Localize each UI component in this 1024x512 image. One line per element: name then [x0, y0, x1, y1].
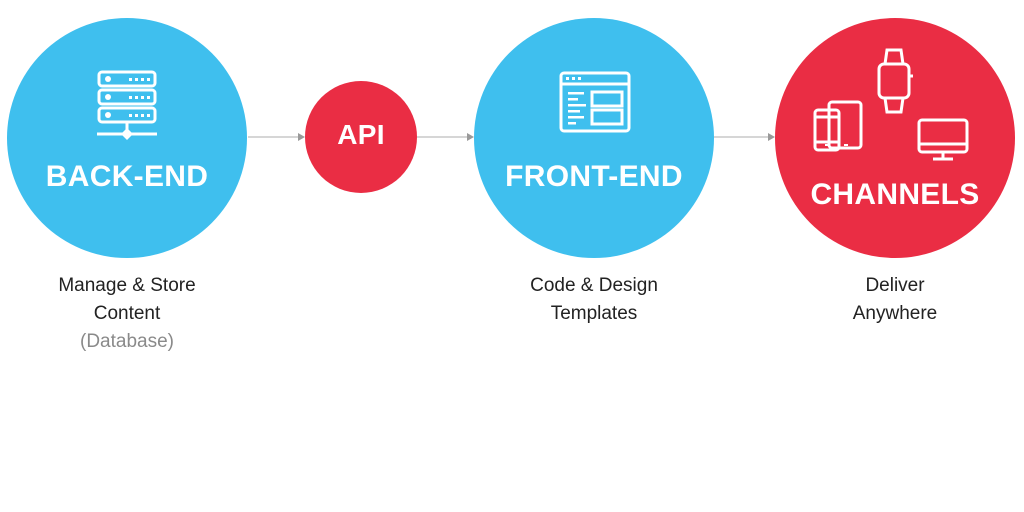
back-end-caption-line-1: Manage & Store	[58, 275, 196, 296]
channels-title: CHANNELS	[810, 178, 980, 211]
back-end-node: BACK-END	[7, 18, 247, 258]
back-end-subcaption: (Database)	[80, 331, 174, 352]
database-server-icon	[97, 70, 157, 140]
phone-icon	[813, 108, 841, 152]
arrow-front-end-to-channels	[714, 133, 775, 141]
back-end-caption-line-2: Content	[93, 303, 161, 324]
front-end-caption-line-1: Code & Design	[530, 275, 658, 296]
front-end-node: FRONT-END	[474, 18, 714, 258]
arrow-api-to-front-end	[417, 133, 474, 141]
front-end-title: FRONT-END	[505, 160, 683, 193]
channels-caption-line-2: Anywhere	[852, 303, 938, 324]
tablet-icon	[827, 100, 863, 150]
smartwatch-icon	[877, 48, 913, 114]
channels-caption: Deliver Anywhere	[775, 272, 1015, 328]
arrow-back-end-to-api	[248, 133, 305, 141]
web-template-icon	[559, 71, 631, 133]
front-end-caption-line-2: Templates	[550, 303, 638, 324]
channels-caption-line-1: Deliver	[865, 275, 925, 296]
monitor-icon	[917, 118, 969, 161]
devices-icon	[813, 48, 969, 161]
api-node: API	[305, 81, 417, 193]
back-end-caption: Manage & Store Content (Database)	[7, 272, 247, 356]
channels-node: CHANNELS	[775, 18, 1015, 258]
back-end-title: BACK-END	[45, 160, 209, 193]
front-end-caption: Code & Design Templates	[474, 272, 714, 328]
api-title: API	[337, 119, 385, 150]
